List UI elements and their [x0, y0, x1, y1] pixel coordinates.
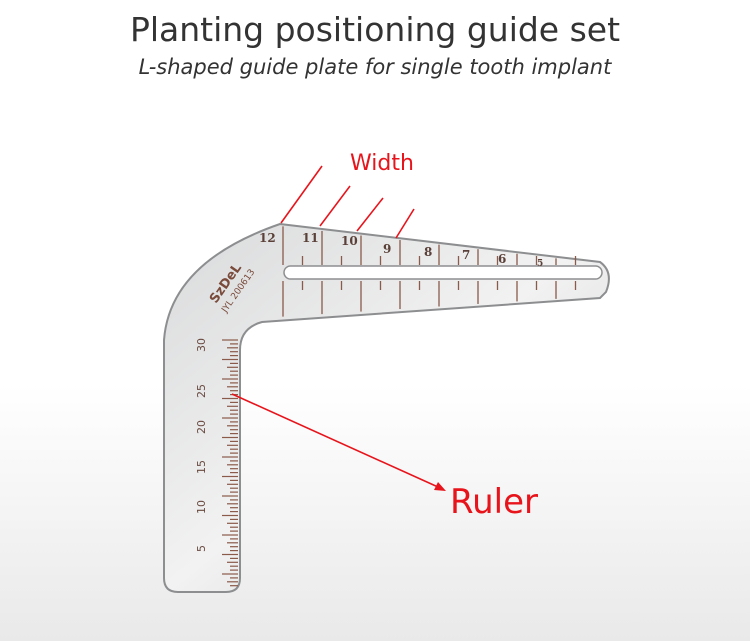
width-mark: 11: [302, 231, 319, 245]
width-label: Width: [350, 151, 414, 176]
ruler-mark: 5: [195, 545, 208, 552]
width-mark: 6: [498, 252, 506, 266]
page-title: Planting positioning guide set: [129, 10, 621, 49]
ruler-mark: 10: [195, 500, 208, 514]
width-mark: 5: [537, 259, 543, 269]
width-pointer-lines: [280, 165, 415, 239]
ruler-mark: 25: [195, 384, 208, 398]
width-mark: 9: [383, 242, 391, 256]
ruler-arrow-line: [231, 393, 439, 488]
ruler-mark: 15: [195, 460, 208, 474]
width-mark: 10: [341, 234, 358, 248]
width-mark: 12: [259, 231, 276, 245]
width-mark: 8: [424, 245, 432, 259]
ruler-label: Ruler: [450, 482, 538, 522]
width-mark: 7: [462, 248, 470, 262]
ruler-mark: 30: [195, 338, 208, 352]
guide-slot: [283, 265, 603, 280]
page-subtitle: L-shaped guide plate for single tooth im…: [138, 55, 612, 79]
ruler-mark: 20: [195, 420, 208, 434]
l-shaped-plate: [163, 222, 610, 593]
ruler-arrow-head: [434, 482, 446, 491]
